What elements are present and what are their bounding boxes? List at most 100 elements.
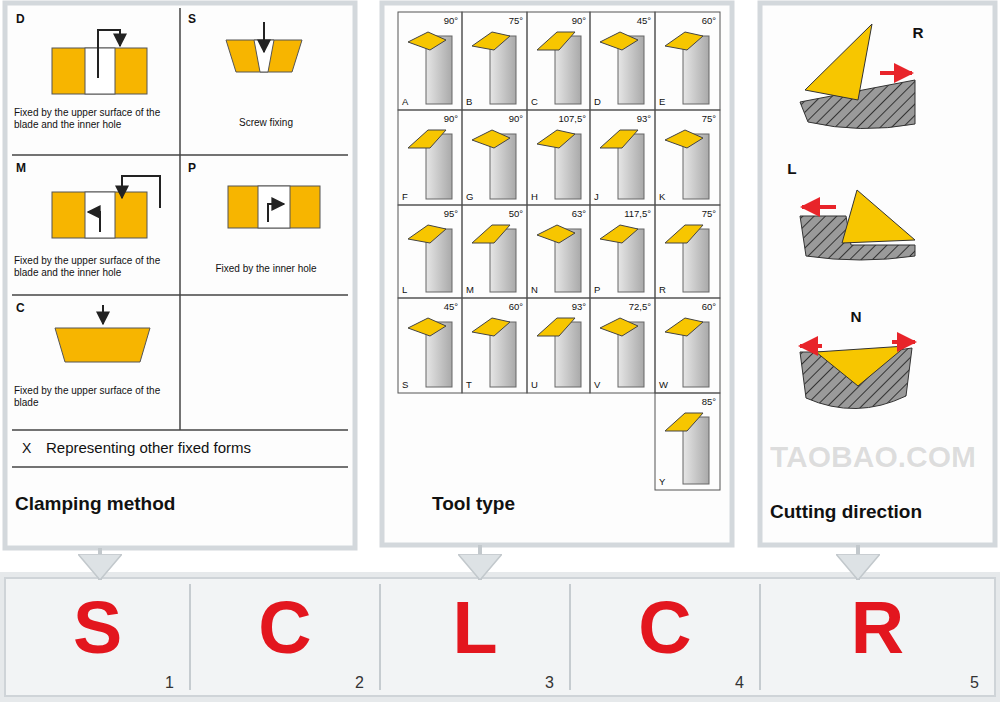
angle-value: 60° xyxy=(702,15,716,26)
angle-value: 117,5° xyxy=(624,208,651,219)
clamp-cell: XRepresenting other fixed forms xyxy=(8,430,352,467)
direction-letter: R xyxy=(904,24,932,42)
tool-cell: 63°N xyxy=(527,205,590,298)
direction-letter: L xyxy=(778,160,806,178)
angle-value: 93° xyxy=(572,301,586,312)
position-number: 2 xyxy=(355,673,364,692)
angle-value: 90° xyxy=(444,15,458,26)
tool-cell-frame xyxy=(527,12,590,110)
tool-insert xyxy=(472,225,510,243)
code-letter: X xyxy=(22,440,31,457)
angle-value: 45° xyxy=(444,301,458,312)
angle-value: 107,5° xyxy=(558,113,586,124)
angle-value: 75° xyxy=(702,113,716,124)
angle-value: 90° xyxy=(572,15,586,26)
tool-insert xyxy=(408,225,446,243)
code-letter: G xyxy=(466,191,473,202)
tool-cell-frame xyxy=(590,205,655,298)
code-letter: C xyxy=(572,586,758,671)
code-letter: H xyxy=(531,191,538,202)
angle-value: 60° xyxy=(509,301,523,312)
tool-cell-frame xyxy=(398,110,462,205)
tool-cell: 90°F xyxy=(398,110,462,205)
tool-insert xyxy=(408,318,446,336)
tool-insert xyxy=(665,318,703,336)
tool-cell: 93°U xyxy=(527,298,590,393)
tool-cell: 45°S xyxy=(398,298,462,393)
code-cell: S1 xyxy=(7,580,188,694)
clamp-s-symbol xyxy=(226,22,302,72)
tool-insert xyxy=(472,318,510,336)
tool-cell-frame xyxy=(462,12,527,110)
code-bar xyxy=(0,572,1000,702)
tool-cell: 117,5°P xyxy=(590,205,655,298)
code-letter: T xyxy=(466,379,472,390)
tool-cell-frame xyxy=(527,298,590,393)
clamp-p-symbol xyxy=(228,186,320,228)
tool-insert xyxy=(537,32,575,50)
tool-cell: 50°M xyxy=(462,205,527,298)
tool-cell-frame xyxy=(398,12,462,110)
code-cell: C2 xyxy=(192,580,378,694)
clamp-c-symbol xyxy=(55,305,150,362)
tool-cell-frame xyxy=(590,110,655,205)
angle-value: 85° xyxy=(702,396,716,407)
tool-cell: 93°J xyxy=(590,110,655,205)
tool-cell: 107,5° H xyxy=(527,110,590,205)
tool-insert xyxy=(537,225,575,243)
tool-insert xyxy=(665,225,703,243)
cut-right-figure xyxy=(800,24,915,129)
tool-insert xyxy=(408,130,446,148)
tool-cell-frame xyxy=(590,12,655,110)
angle-value: 45° xyxy=(637,15,651,26)
panel-heading: Cutting direction xyxy=(770,501,922,524)
code-letter: C xyxy=(16,301,25,315)
code-letter: S xyxy=(188,12,196,26)
tool-insert xyxy=(600,318,638,336)
tool-insert xyxy=(537,318,575,336)
angle-value: 72,5° xyxy=(629,301,651,312)
tool-cell: 60° E xyxy=(655,12,720,110)
tool-cell: 72,5°V xyxy=(590,298,655,393)
code-letter: R xyxy=(659,284,666,295)
tool-cell: 60° T xyxy=(462,298,527,393)
code-letter: L xyxy=(382,586,568,671)
code-letter: A xyxy=(402,96,408,107)
category-panel: Clamping method DFixed by the upper surfa… xyxy=(5,3,355,548)
panel-heading: Clamping method xyxy=(15,493,175,516)
callout-pointer xyxy=(478,545,482,580)
code-letter: E xyxy=(659,96,665,107)
code-letter: L xyxy=(402,284,407,295)
clamp-m-symbol xyxy=(52,176,160,238)
position-number: 4 xyxy=(735,673,744,692)
tool-insert xyxy=(600,32,638,50)
tool-insert xyxy=(665,32,703,50)
tool-cell: 60° W xyxy=(655,298,720,393)
tool-cell-frame xyxy=(462,298,527,393)
clamp-cell: DFixed by the upper surface of the blade… xyxy=(8,6,180,155)
code-letter: W xyxy=(659,379,668,390)
tool-cell: 85°Y xyxy=(655,393,720,490)
angle-value: 60° xyxy=(702,301,716,312)
clamp-cell: SScrew fixing xyxy=(180,6,352,155)
tool-cell: 75°B xyxy=(462,12,527,110)
tool-insert xyxy=(665,130,703,148)
callout-pointer xyxy=(856,545,860,580)
clamp-cell: PFixed by the inner hole xyxy=(180,155,352,295)
tool-insert xyxy=(665,413,703,431)
code-cell: C4 xyxy=(572,580,758,694)
tool-cell-frame xyxy=(655,298,720,393)
tool-insert xyxy=(600,225,638,243)
tool-cell-frame xyxy=(398,205,462,298)
code-letter: F xyxy=(402,191,408,202)
code-letter: M xyxy=(466,284,474,295)
code-cell: R5 xyxy=(762,580,993,694)
tool-cell-frame xyxy=(655,205,720,298)
angle-value: 93° xyxy=(637,113,651,124)
panel-heading: Tool type xyxy=(432,493,515,516)
tool-cell: 95°L xyxy=(398,205,462,298)
clamp-description: Fixed by the upper surface of the blade … xyxy=(14,107,174,131)
tool-cell-frame xyxy=(655,12,720,110)
panel-frame xyxy=(5,3,355,548)
